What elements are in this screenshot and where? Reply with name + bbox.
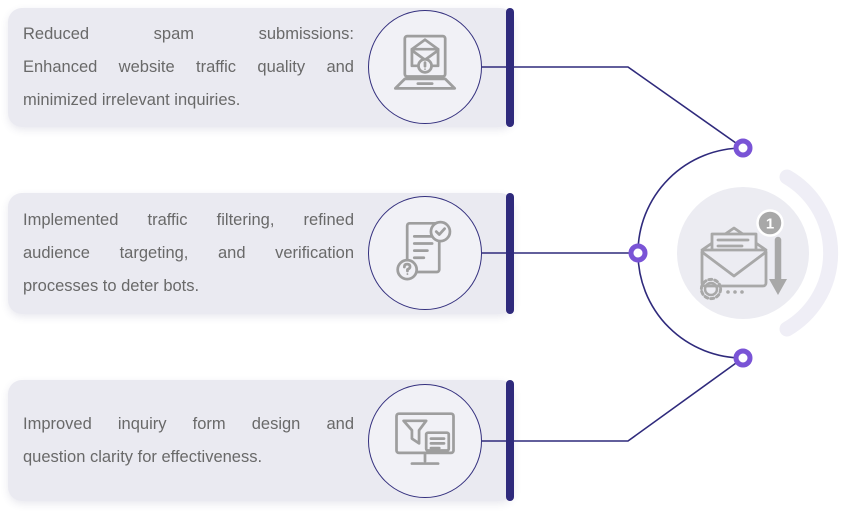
- hub-circle: [677, 187, 809, 319]
- email-notification-icon: 1: [699, 209, 787, 301]
- connector-lines: [482, 66, 744, 442]
- icon-circle-spam-email: [368, 10, 482, 124]
- card-form-design-text: Improved inquiry form design and question…: [8, 408, 354, 474]
- node-bottom: [733, 348, 753, 368]
- document-verification-icon: [396, 220, 452, 281]
- notification-badge: [756, 209, 784, 237]
- ellipsis-dot: [726, 290, 730, 294]
- laptop-spam-email-icon: [393, 34, 457, 90]
- ellipsis-dot: [740, 290, 744, 294]
- hub-arc: [637, 147, 744, 359]
- card-accent-bar: [506, 8, 514, 127]
- card-text-line: Reduced spam submissions:: [23, 25, 354, 43]
- card-text-line: processes to deter bots.: [23, 277, 200, 295]
- card-accent-bar: [506, 380, 514, 501]
- form-design-funnel-icon: [395, 412, 455, 465]
- node-middle: [628, 243, 648, 263]
- ellipsis-dot: [733, 290, 737, 294]
- hub-crescent: [779, 169, 839, 337]
- card-text-line: Enhanced website traffic quality and: [23, 58, 354, 76]
- card-accent-bar: [506, 193, 514, 314]
- notification-count: 1: [766, 216, 774, 233]
- connector-nodes: [628, 138, 753, 368]
- envelope-flap: [700, 226, 768, 252]
- card-reduced-spam-text: Reduced spam submissions: Enhanced websit…: [8, 18, 354, 117]
- gear-icon: [703, 281, 719, 297]
- gear-teeth: [699, 277, 723, 301]
- card-text-line: Improved inquiry form design and: [23, 414, 354, 433]
- download-arrow-head: [769, 279, 787, 295]
- connector-bottom: [482, 357, 744, 442]
- node-top: [733, 138, 753, 158]
- icon-circle-verification: [368, 196, 482, 310]
- envelope-letter: [710, 232, 758, 256]
- connector-top: [482, 66, 744, 149]
- card-text-line: Implemented traffic filtering, refined: [23, 211, 354, 229]
- card-text-line: minimized irrelevant inquiries.: [23, 91, 241, 109]
- card-traffic-filtering-text: Implemented traffic filtering, refined au…: [8, 204, 354, 303]
- card-text-line: audience targeting, and verification: [23, 244, 354, 262]
- envelope-body: [700, 248, 768, 288]
- icon-circle-form-design: [368, 384, 482, 498]
- card-text-line: question clarity for effectiveness.: [23, 447, 263, 466]
